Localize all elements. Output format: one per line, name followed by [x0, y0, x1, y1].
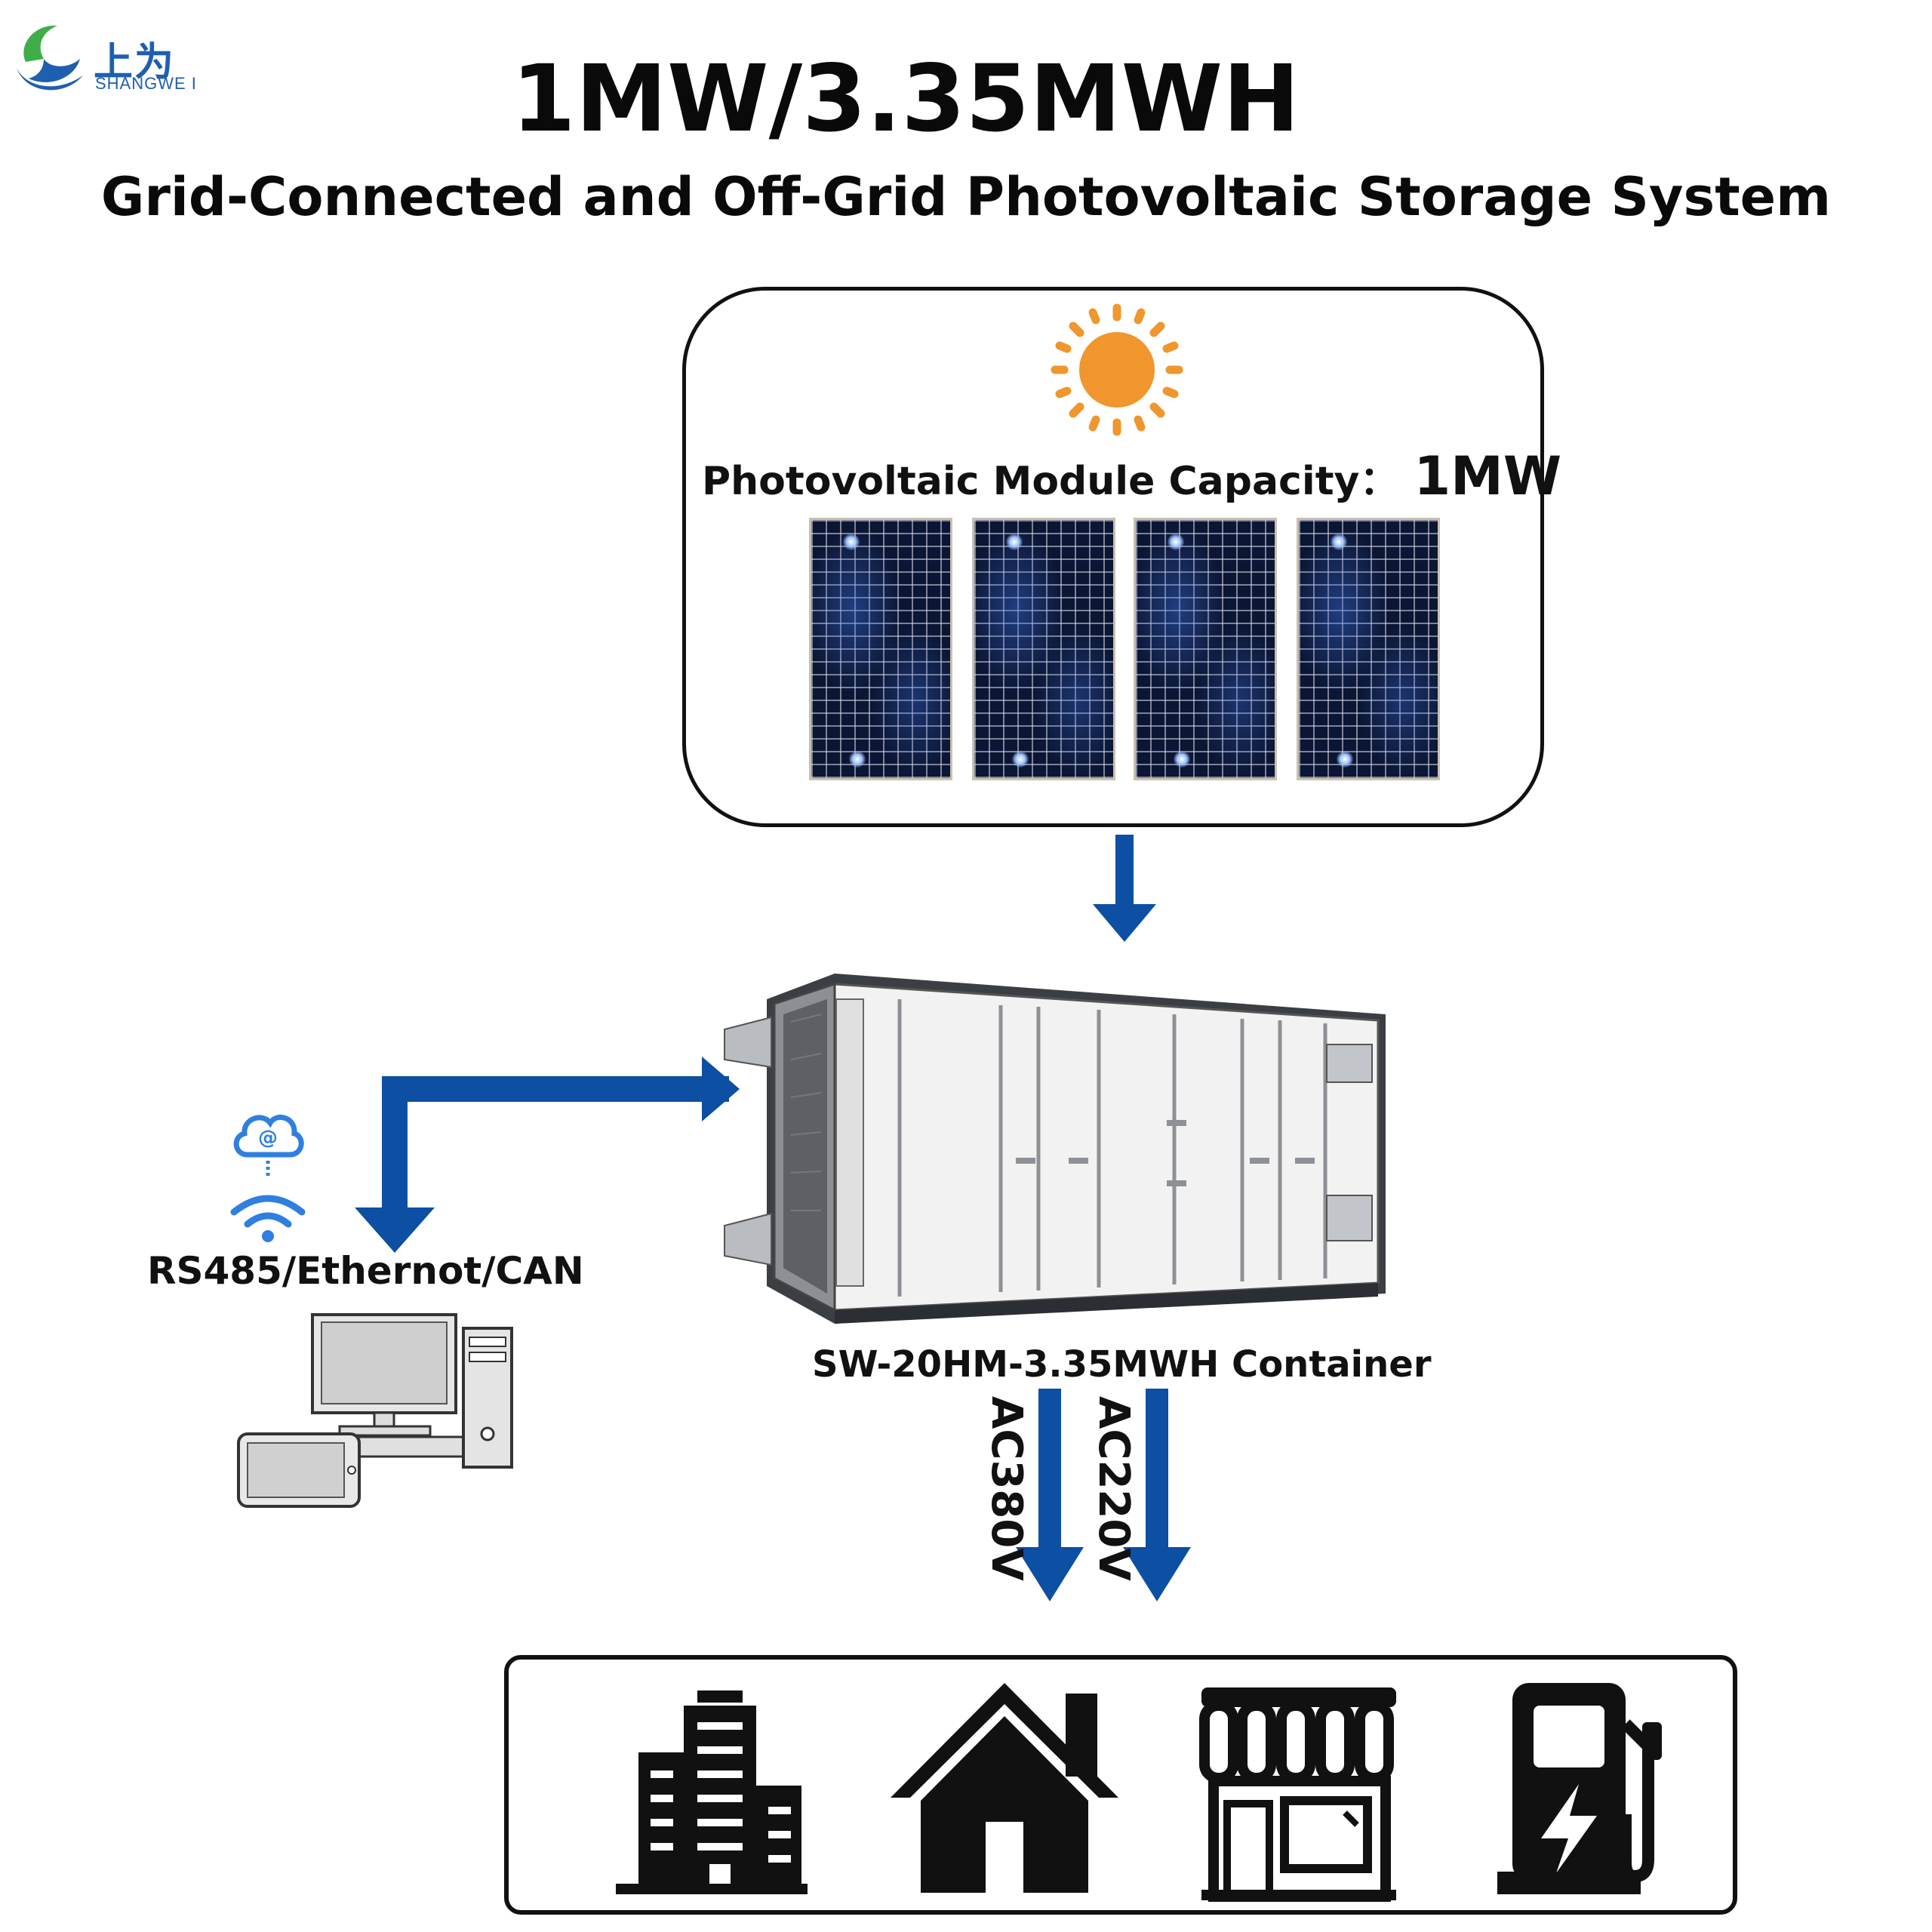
- brand-logo-icon: [17, 25, 83, 91]
- solar-panel-icon: [972, 518, 1115, 780]
- ac220v-label: AC220V: [1089, 1396, 1138, 1581]
- energy-storage-container-icon: [724, 974, 1386, 1324]
- communication-protocol-label: RS485/Ethernot/CAN: [147, 1249, 584, 1293]
- pv-capacity-label: Photovoltaic Module Capacity： 1MW: [702, 445, 1561, 507]
- pv-capacity-value: 1MW: [1414, 445, 1562, 507]
- shop-icon: [1199, 1687, 1396, 1902]
- svg-text:@: @: [258, 1127, 278, 1149]
- solar-panel-icon: [1134, 518, 1277, 780]
- pv-module-box: [682, 287, 1544, 827]
- brand-name-cn: 上为: [94, 40, 176, 85]
- house-icon: [891, 1683, 1118, 1893]
- solar-panel-icon: [809, 518, 952, 780]
- cloud-icon: @: [233, 1115, 304, 1177]
- office-building-icon: [616, 1690, 808, 1894]
- ac380v-output-arrow: [1016, 1389, 1084, 1601]
- page-title: 1MW/3.35MWH: [511, 45, 1300, 152]
- wifi-icon: [230, 1195, 306, 1242]
- sun-icon: [1051, 303, 1183, 436]
- page-subtitle: Grid-Connected and Off-Grid Photovoltaic…: [100, 166, 1832, 228]
- ev-charging-station-icon: [1497, 1683, 1662, 1894]
- ac380v-label: AC380V: [982, 1396, 1031, 1581]
- ac220v-output-arrow: [1123, 1389, 1191, 1601]
- solar-panel-icon: [1297, 518, 1440, 780]
- pv-to-container-arrow: [1093, 835, 1156, 942]
- brand-name-en: SHANGWE I: [95, 74, 197, 93]
- container-label: SW-20HM-3.35MWH Container: [812, 1343, 1432, 1386]
- loads-box: [504, 1655, 1737, 1915]
- communication-arrow: [355, 1057, 740, 1253]
- computer-terminal-icon: [237, 1313, 513, 1508]
- pv-capacity-text: Photovoltaic Module Capacity：: [702, 459, 1399, 504]
